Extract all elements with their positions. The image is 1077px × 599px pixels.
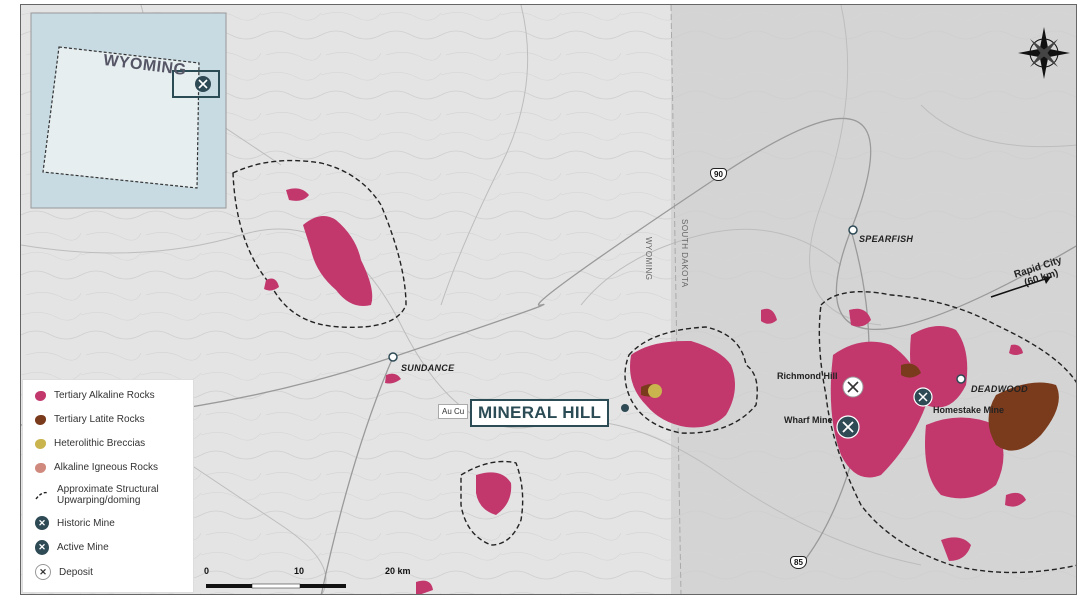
compass-rose [1018, 27, 1070, 79]
spearfish-label: SPEARFISH [859, 234, 914, 244]
project-commodities: Au Cu [438, 404, 469, 419]
scale-tick-0: 0 [204, 566, 210, 576]
scale-bar [206, 583, 346, 589]
legend-item-igneous: Alkaline Igneous Rocks [35, 462, 158, 473]
igneous-swatch [35, 462, 46, 473]
map-legend: Tertiary Alkaline Rocks Tertiary Latite … [22, 379, 194, 593]
mineral-hill-label[interactable]: MINERAL HILL [470, 399, 610, 427]
latite-swatch [35, 414, 46, 425]
legend-item-latite: Tertiary Latite Rocks [35, 414, 145, 425]
spearfish-dot [848, 225, 858, 235]
legend-label: Tertiary Latite Rocks [54, 414, 145, 425]
us-85-shield: 85 [790, 556, 807, 569]
deadwood-dot [956, 374, 966, 384]
wharf-active-mine-icon [836, 415, 860, 439]
legend-label: Approximate Structural Upwarping/doming [57, 484, 159, 506]
mine-markers [621, 376, 933, 439]
legend-item-historic-mine: ✕ Historic Mine [35, 516, 115, 530]
active-mine-icon: ✕ [35, 540, 49, 555]
us-90-shield: 90 [710, 168, 727, 181]
legend-label: Heterolithic Breccias [54, 438, 146, 449]
rapid-city-arrow [990, 276, 1052, 298]
inset-map [30, 12, 227, 209]
sundance-label: SUNDANCE [401, 363, 455, 373]
legend-label: Deposit [59, 566, 93, 578]
dome-south [460, 460, 524, 546]
wyoming-state-label: WYOMING [644, 237, 653, 281]
historic-mine-icon: ✕ [35, 516, 49, 530]
legend-item-active-mine: ✕ Active Mine [35, 540, 109, 555]
breccia-swatch [35, 438, 46, 449]
dome-black-hills [818, 290, 1076, 574]
richmond-hill-label: Richmond Hill [777, 371, 838, 381]
sundance-dot [388, 352, 398, 362]
legend-item-upwarping: Approximate Structural Upwarping/doming [35, 484, 185, 506]
dome-mineral-hill [624, 326, 758, 434]
legend-item-breccia: Heterolithic Breccias [35, 438, 145, 449]
dome-north-west [232, 159, 407, 329]
legend-item-deposit: ✕ Deposit [35, 564, 93, 580]
homestake-mine-label: Homestake Mine [933, 405, 1005, 415]
legend-label: Alkaline Igneous Rocks [54, 462, 158, 473]
legend-label: Active Mine [57, 542, 109, 553]
mineral-hill-marker [621, 404, 629, 412]
dashed-line-icon [35, 491, 49, 500]
town-markers [388, 225, 966, 384]
scale-tick-20: 20 km [385, 566, 411, 576]
inset-location-box [172, 70, 220, 98]
homestake-historic-mine-icon [913, 387, 933, 407]
alkaline-swatch [35, 390, 46, 401]
deposit-icon: ✕ [35, 564, 51, 580]
alkaline-rock-bodies [264, 188, 1026, 594]
breccia-bodies [648, 384, 662, 398]
deadwood-label: DEADWOOD [971, 384, 1028, 394]
structural-domes [232, 159, 1076, 574]
richmond-hill-deposit-icon [842, 376, 864, 398]
wharf-mine-label: Wharf Mine [784, 415, 833, 425]
legend-label: Tertiary Alkaline Rocks [54, 390, 155, 401]
legend-item-alkaline: Tertiary Alkaline Rocks [35, 390, 155, 401]
scale-tick-10: 10 [294, 566, 305, 576]
legend-label: Historic Mine [57, 517, 115, 529]
south-dakota-state-label: SOUTH DAKOTA [680, 219, 689, 288]
